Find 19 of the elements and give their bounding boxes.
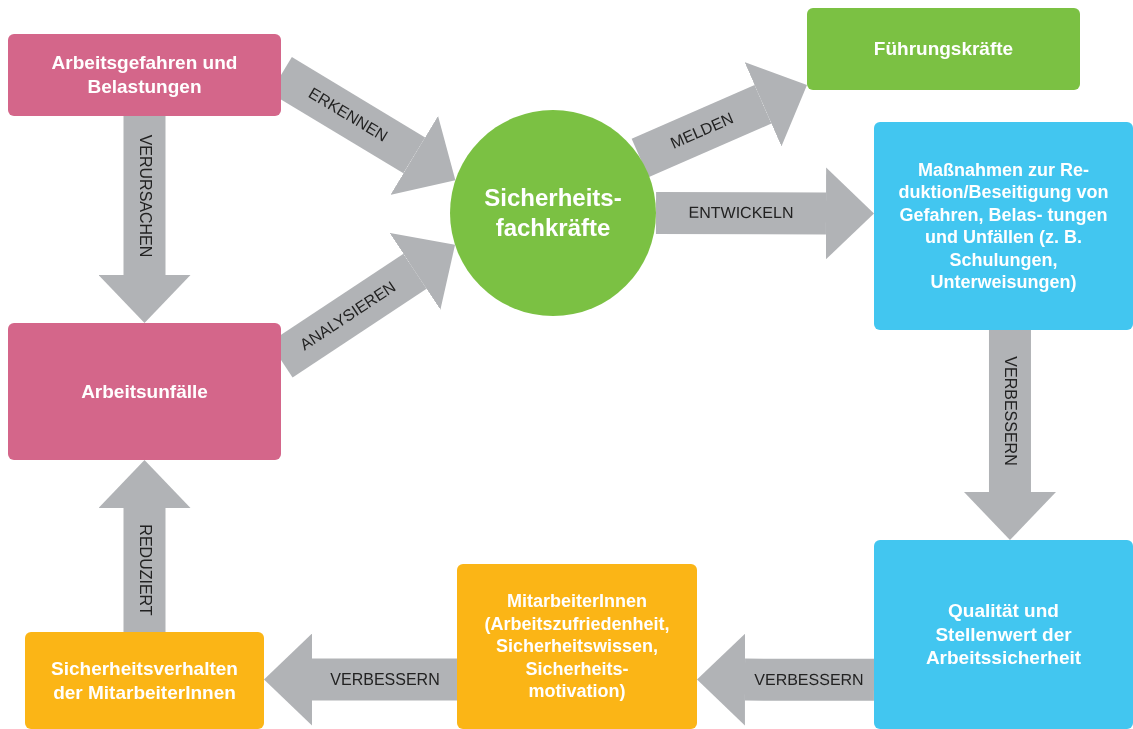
process-box: MitarbeiterInnen (Arbeitszufriedenheit, Sicherheitswissen, Sicherheits- motivation) [457,564,697,729]
block-arrow [264,633,457,726]
block-arrow [98,460,191,632]
block-arrow [655,167,874,260]
edge-label: VERBESSERN [329,669,440,690]
process-box: Führungskräfte [807,8,1080,90]
hazard-box: Arbeitsunfälle [8,323,281,460]
process-box: Qualität und Stellenwert der Arbeitssicherheit [874,540,1133,729]
hazard-box: Arbeitsgefahren und Belastungen [8,34,281,116]
edge-label: VERBESSERN [754,669,865,690]
block-arrow [98,116,191,323]
process-box: Maßnahmen zur Re- duktion/Beseitigung von Gefahren, Belas- tungen und Unfällen (z. B. Schulungen, Unterweisungen) [874,122,1133,330]
process-box: Sicherheitsverhalten der MitarbeiterInnen [25,632,264,729]
edge-label: REDUZIERT [135,524,155,616]
edge-label: VERURSACHEN [135,134,155,257]
block-arrow [964,330,1056,540]
edge-label: ENTWICKELN [688,203,794,224]
block-arrow [631,62,807,178]
edge-label: VERBESSERN [1000,356,1020,466]
